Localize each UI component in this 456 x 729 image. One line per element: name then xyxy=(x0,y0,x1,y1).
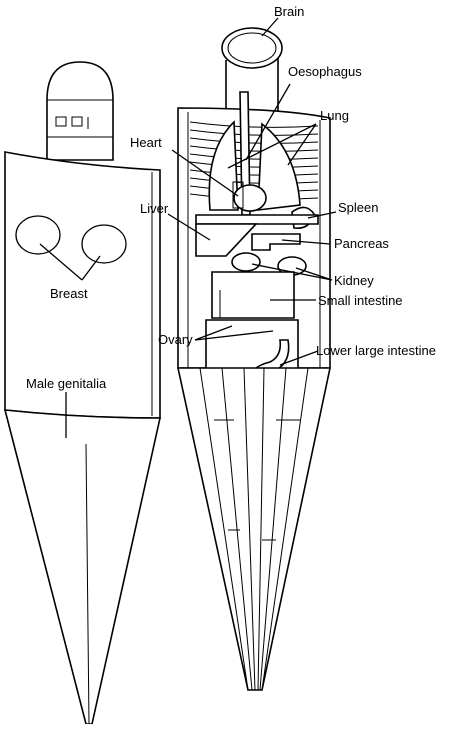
brain xyxy=(222,28,282,68)
kidney-left xyxy=(232,253,260,271)
label-spleen: Spleen xyxy=(338,200,378,215)
label-lung: Lung xyxy=(320,108,349,123)
label-lower-large-intestine: Lower large intestine xyxy=(316,343,436,358)
label-brain: Brain xyxy=(274,4,304,19)
label-small-intestine: Small intestine xyxy=(318,293,403,308)
label-ovary: Ovary xyxy=(158,332,193,347)
label-breast: Breast xyxy=(50,286,88,301)
label-male-genitalia: Male genitalia xyxy=(26,376,107,391)
heart xyxy=(234,185,266,211)
diaphragm xyxy=(196,215,318,224)
exterior-phantom xyxy=(5,62,160,724)
interior-phantom xyxy=(178,28,330,690)
label-pancreas: Pancreas xyxy=(334,236,389,251)
interior-legs xyxy=(178,368,330,690)
exterior-head xyxy=(47,62,113,160)
exterior-legs xyxy=(5,410,160,724)
label-oesophagus: Oesophagus xyxy=(288,64,362,79)
label-kidney: Kidney xyxy=(334,273,374,288)
label-liver: Liver xyxy=(140,201,169,216)
label-heart: Heart xyxy=(130,135,162,150)
small-intestine xyxy=(212,272,294,318)
